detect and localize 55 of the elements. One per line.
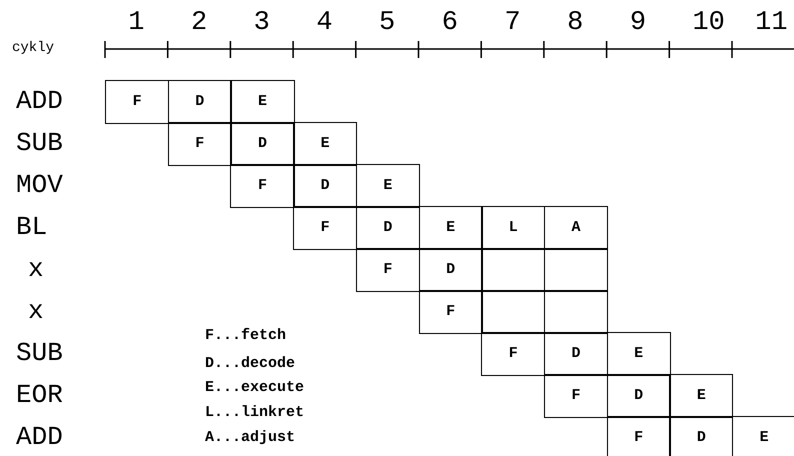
stage-cell: E bbox=[418, 206, 483, 250]
instruction-label: x bbox=[28, 256, 44, 282]
empty-cell bbox=[481, 290, 546, 334]
cycle-number: 8 bbox=[567, 10, 584, 37]
instruction-label: MOV bbox=[16, 172, 63, 198]
stage-cell: F bbox=[418, 290, 483, 334]
stage-cell: F bbox=[606, 416, 671, 456]
legend-text: A...adjust bbox=[205, 430, 296, 445]
stage-cell: E bbox=[606, 332, 671, 376]
stage-cell: E bbox=[356, 164, 420, 208]
cycle-number: 10 bbox=[692, 10, 725, 37]
cycle-number: 4 bbox=[316, 10, 333, 37]
instruction-label: SUB bbox=[16, 340, 63, 366]
stage-cell: D bbox=[293, 164, 358, 208]
empty-cell bbox=[481, 248, 546, 292]
stage-cell: D bbox=[544, 332, 608, 376]
cycle-number: 9 bbox=[630, 10, 646, 37]
stage-cell: D bbox=[606, 374, 671, 418]
legend-text: E...execute bbox=[205, 380, 304, 395]
stage-cell: F bbox=[544, 374, 608, 418]
stage-cell: E bbox=[230, 80, 295, 124]
cycle-number: 2 bbox=[190, 10, 208, 37]
instruction-label: ADD bbox=[16, 88, 63, 114]
stage-cell: F bbox=[293, 206, 358, 250]
axis-label: cykly bbox=[12, 41, 54, 55]
stage-cell: D bbox=[356, 206, 420, 250]
stage-cell: D bbox=[168, 80, 232, 124]
stage-cell: F bbox=[230, 164, 295, 208]
stage-cell: F bbox=[168, 122, 232, 166]
stage-cell: D bbox=[418, 248, 483, 292]
cycle-number: 6 bbox=[442, 10, 458, 37]
instruction-label: EOR bbox=[16, 382, 63, 408]
stage-cell: F bbox=[481, 332, 546, 376]
instruction-label: ADD bbox=[16, 424, 63, 450]
empty-cell bbox=[544, 290, 608, 334]
instruction-label: BL bbox=[16, 214, 48, 240]
instruction-label: SUB bbox=[16, 130, 63, 156]
stage-cell: D bbox=[669, 416, 734, 456]
cycle-number: 5 bbox=[379, 10, 396, 37]
cycle-number: 3 bbox=[254, 10, 270, 37]
stage-cell: E bbox=[293, 122, 358, 166]
stage-cell: A bbox=[544, 206, 608, 250]
stage-cell: F bbox=[356, 248, 420, 292]
cycle-number: 7 bbox=[504, 10, 521, 37]
cycle-number: 11 bbox=[755, 10, 788, 37]
empty-cell bbox=[544, 248, 608, 292]
stage-cell: E bbox=[669, 374, 734, 418]
legend-text: D...decode bbox=[205, 356, 296, 371]
stage-cell: F bbox=[105, 80, 170, 124]
legend-text: F...fetch bbox=[205, 328, 286, 343]
stage-cell: D bbox=[230, 122, 295, 166]
cycle-number: 1 bbox=[128, 10, 144, 37]
stage-cell: L bbox=[481, 206, 546, 250]
legend-text: L...linkret bbox=[205, 405, 304, 420]
instruction-label: x bbox=[28, 298, 44, 324]
